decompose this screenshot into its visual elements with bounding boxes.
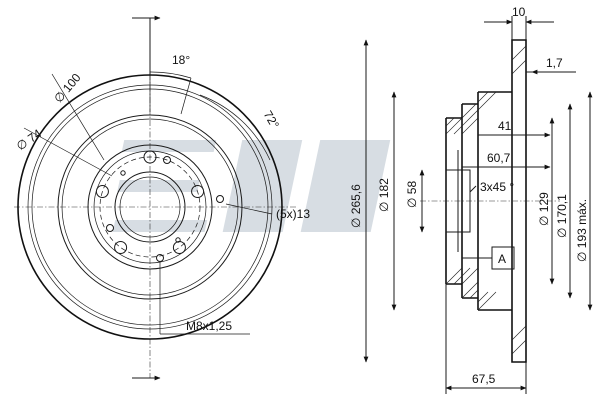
hub-bore-outer — [114, 171, 186, 243]
angle-72-label: 72° — [261, 108, 282, 131]
bolt-hole — [191, 185, 205, 198]
dia-265-6-label: ∅ 265,6 — [349, 184, 363, 228]
bolt-hole-leader — [225, 203, 273, 215]
dia-193-label: ∅ 193 máx. — [575, 199, 589, 262]
side-view: 10 1,7 41 60,7 3x45 ° A ∅ 265,6 ∅ 182 ∅ … — [349, 5, 593, 394]
dia-182-label: ∅ 182 — [377, 178, 391, 212]
thread-label: M8x1,25 — [186, 319, 232, 333]
angle-18-arc — [149, 71, 192, 79]
datum-box — [491, 246, 515, 270]
datum-label: A — [498, 252, 506, 266]
dia-170-1-label: ∅ 170,1 — [555, 194, 569, 238]
bolt-hole — [143, 150, 157, 164]
pilot-mark — [120, 170, 126, 176]
dia-74-label: ∅ 74 — [14, 126, 45, 153]
angle-72-arc — [199, 94, 271, 161]
section-hatching — [445, 45, 527, 355]
bolt-hole-label: (5x)13 — [276, 207, 310, 221]
dim-67-5-label: 67,5 — [472, 372, 496, 386]
friction-inner-ring — [61, 118, 239, 296]
bolt-hole — [95, 185, 109, 198]
hat-outer-edge — [87, 144, 213, 270]
dim-60-7-label: 60,7 — [487, 151, 511, 165]
bolt-hole — [172, 241, 186, 254]
bolt-pitch-circle — [99, 156, 201, 258]
dim-41-label: 41 — [498, 119, 512, 133]
front-view: 18° 72° ∅ 100 ∅ 74 (5x)13 M8x1,25 — [14, 15, 310, 381]
dia-100-leader — [51, 73, 105, 161]
thread-hole — [156, 254, 164, 262]
thread-hole — [106, 224, 114, 232]
chamfer-label: 3x45 ° — [480, 180, 514, 194]
thread-hole — [216, 195, 224, 203]
bolt-hole — [114, 241, 128, 254]
thread-holes — [106, 156, 224, 262]
dia-74-leader — [23, 127, 113, 177]
dia-129-label: ∅ 129 — [537, 192, 551, 226]
chamfer-leader — [469, 185, 477, 193]
friction-inner-edge — [57, 114, 243, 300]
dia-100-label: ∅ 100 — [51, 70, 84, 105]
angle-18-leg — [180, 77, 192, 115]
angle-18-label: 18° — [172, 53, 190, 67]
dim-1-7-label: 1,7 — [546, 56, 563, 70]
hub-bore — [119, 176, 181, 238]
dim-10-label: 10 — [512, 5, 526, 19]
dia-58-label: ∅ 58 — [405, 181, 419, 208]
pilot-mark — [175, 237, 181, 243]
thread-hole — [163, 156, 171, 164]
